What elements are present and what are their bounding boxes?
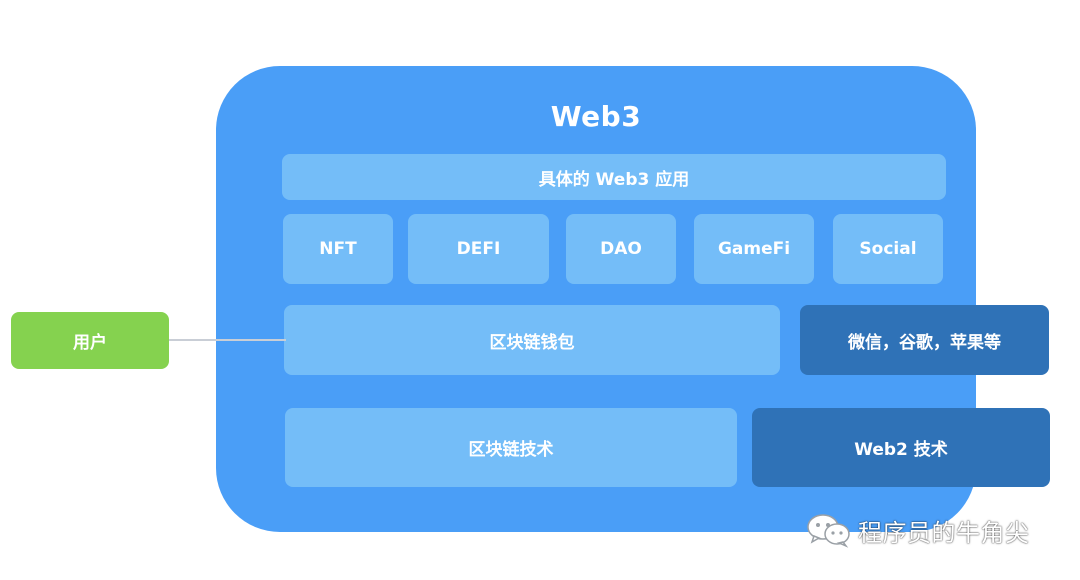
wechat-icon [807, 514, 850, 548]
category-defi: DEFI [408, 214, 549, 284]
category-social: Social [833, 214, 943, 284]
category-dao: DAO [566, 214, 676, 284]
category-nft: NFT [283, 214, 393, 284]
watermark-text: 程序员的牛角尖 [858, 518, 1030, 547]
user-wallet-connector [168, 339, 286, 341]
category-gamefi: GameFi [694, 214, 814, 284]
wallet-box: 区块链钱包 [284, 305, 780, 375]
user-box: 用户 [11, 312, 169, 369]
web3-title: Web3 [550, 100, 642, 133]
blockchain-tech-box: 区块链技术 [285, 408, 737, 487]
web2-apps-box: 微信，谷歌，苹果等 [800, 305, 1049, 375]
watermark: 程序员的牛角尖 [806, 512, 1030, 548]
web2-tech-box: Web2 技术 [752, 408, 1050, 487]
web3-apps-box: 具体的 Web3 应用 [282, 154, 946, 200]
